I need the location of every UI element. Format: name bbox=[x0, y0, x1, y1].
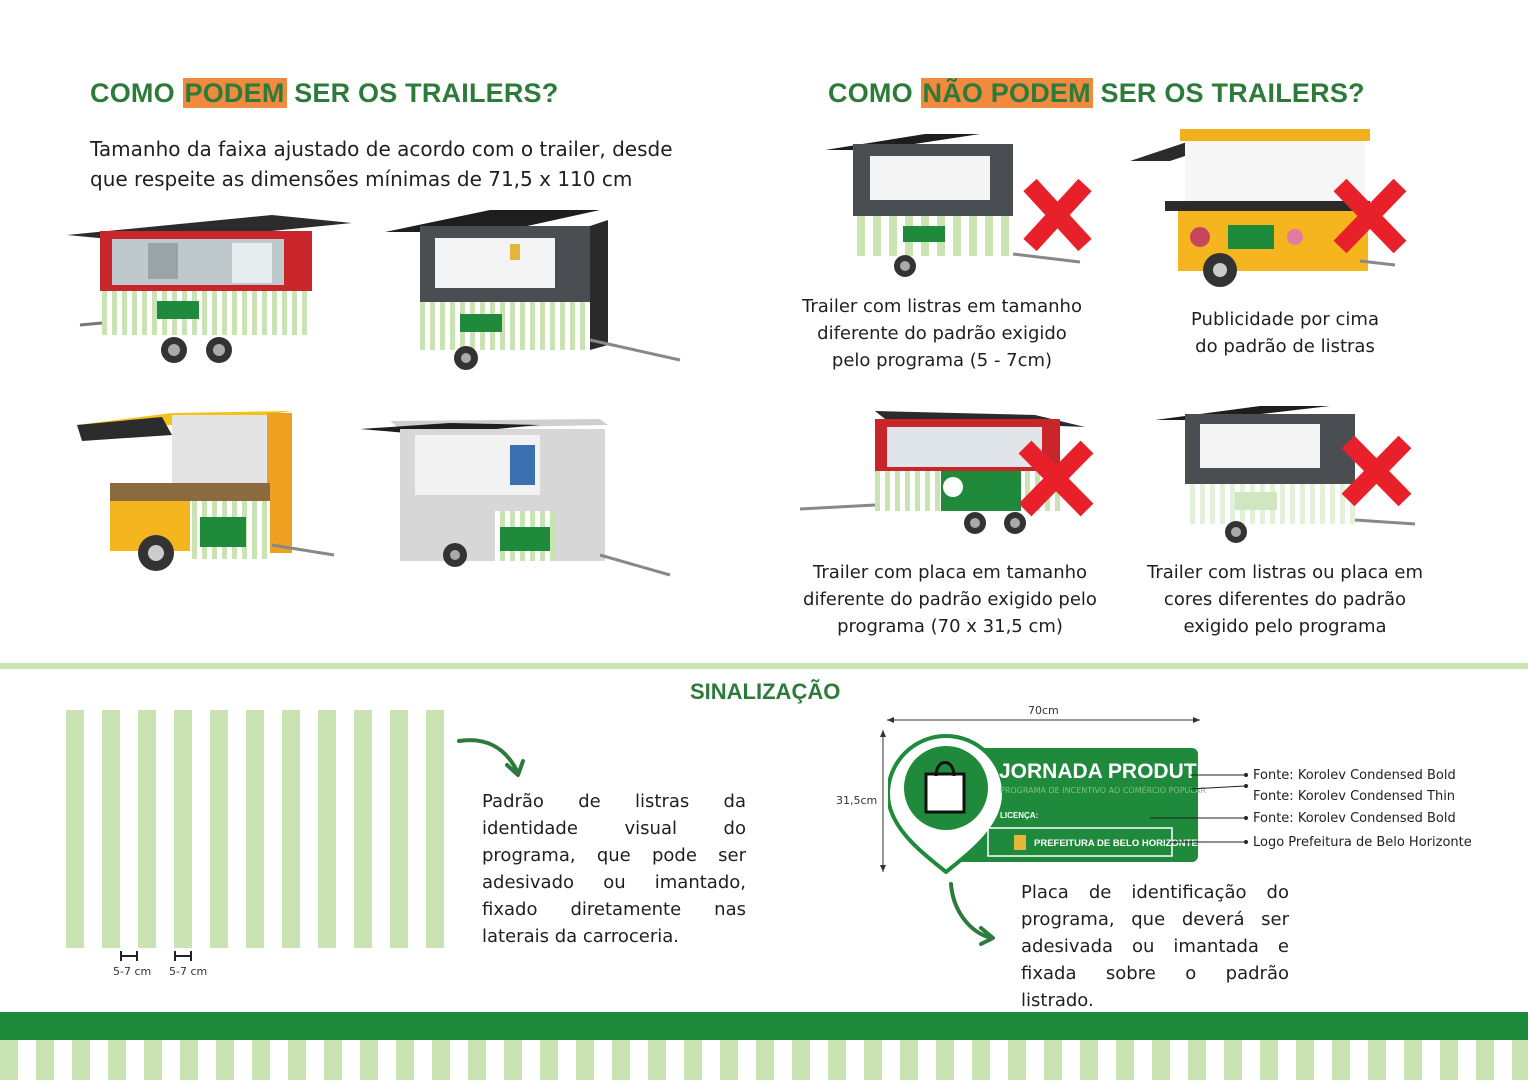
signage-title: SINALIZAÇÃO bbox=[690, 679, 841, 704]
caption-line: exigido pelo programa bbox=[1183, 616, 1387, 637]
caption-line: Trailer com listras ou placa em bbox=[1147, 562, 1423, 583]
trailer-yellow-illustration bbox=[77, 411, 335, 571]
font-note: Fonte: Korolev Condensed Thin bbox=[1253, 789, 1456, 804]
caption-wrong-colors: Trailer com listras ou placa em cores di… bbox=[1140, 559, 1430, 640]
annotation-lines bbox=[1150, 773, 1248, 844]
caption-wrong-stripe-size: Trailer com listras em tamanho diferente… bbox=[797, 293, 1087, 374]
trailer-grey-illustration bbox=[360, 419, 671, 577]
caption-line: do padrão de listras bbox=[1195, 336, 1375, 357]
stripe-width-markers bbox=[120, 951, 192, 961]
shopping-bag-icon bbox=[924, 761, 966, 814]
font-note: Fonte: Korolev Condensed Bold bbox=[1253, 811, 1456, 826]
section-divider bbox=[0, 663, 1528, 669]
trailer-dark-illustration bbox=[385, 210, 681, 370]
caption-line: Trailer com listras em tamanho bbox=[802, 296, 1082, 317]
not-allowed-heading: COMO NÃO PODEM SER OS TRAILERS? bbox=[828, 78, 1365, 109]
stripe-width-label: 5-7 cm bbox=[169, 965, 208, 978]
cross-icon bbox=[1333, 178, 1407, 254]
caption-line: Publicidade por cima bbox=[1191, 309, 1379, 330]
heading-highlight: NÃO PODEM bbox=[920, 78, 1093, 108]
trailer-advertising-over-stripes bbox=[1130, 129, 1407, 287]
font-note: Fonte: Korolev Condensed Bold bbox=[1253, 768, 1456, 783]
caption-line: programa (70 x 31,5 cm) bbox=[837, 616, 1063, 637]
trailer-wrong-plate-size bbox=[799, 411, 1094, 534]
heading-prefix: COMO bbox=[90, 78, 175, 108]
cross-icon bbox=[1023, 178, 1092, 252]
arrow-icon bbox=[949, 882, 995, 946]
caption-line: diferente do padrão exigido pelo bbox=[803, 589, 1097, 610]
plate-subtitle: PROGRAMA DE INCENTIVO AO COMÉRCIO POPULA… bbox=[1000, 786, 1207, 795]
footer-stripes bbox=[0, 1040, 1528, 1080]
plate-dimension-lines bbox=[880, 717, 1200, 872]
stripe-width-label: 5-7 cm bbox=[113, 965, 152, 978]
intro-line: que respeite as dimensões mínimas de 71,… bbox=[90, 167, 633, 191]
cross-icon bbox=[1341, 435, 1412, 507]
plate-width-label: 70cm bbox=[1028, 704, 1059, 717]
plate-city: PREFEITURA DE BELO HORIZONTE bbox=[1034, 838, 1198, 849]
heading-highlight: PODEM bbox=[182, 78, 287, 108]
heading-suffix: SER OS TRAILERS? bbox=[1100, 78, 1365, 108]
arrow-icon bbox=[457, 738, 525, 777]
caption-line: cores diferentes do padrão bbox=[1163, 589, 1407, 610]
identification-plate: JORNADA PRODUTIVA PROGRAMA DE INCENTIVO … bbox=[888, 732, 1230, 874]
caption-line: pelo programa (5 - 7cm) bbox=[831, 350, 1053, 371]
stripe-description: Padrão de listras da identidade visual d… bbox=[482, 791, 746, 947]
trailer-red-illustration bbox=[67, 215, 352, 363]
trailer-wrong-colors bbox=[1155, 406, 1416, 543]
heading-suffix: SER OS TRAILERS? bbox=[294, 78, 559, 108]
allowed-intro: Tamanho da faixa ajustado de acordo com … bbox=[90, 134, 690, 194]
heading-prefix: COMO bbox=[828, 78, 913, 108]
footer-band bbox=[0, 1012, 1528, 1040]
font-note: Logo Prefeitura de Belo Horizonte bbox=[1253, 835, 1472, 850]
cross-icon bbox=[1018, 440, 1094, 517]
plate-description: Placa de identificação do programa, que … bbox=[1021, 882, 1289, 1011]
intro-line: Tamanho da faixa ajustado de acordo com … bbox=[90, 137, 673, 161]
plate-title: JORNADA PRODUTIVA bbox=[999, 760, 1231, 783]
plate-license: LICENÇA: bbox=[1000, 811, 1039, 820]
plate-height-label: 31,5cm bbox=[836, 794, 878, 807]
stripe-pattern-sample bbox=[66, 710, 450, 948]
trailer-wrong-stripe-size bbox=[825, 134, 1092, 277]
caption-wrong-plate-size: Trailer com placa em tamanho diferente d… bbox=[795, 559, 1105, 640]
caption-advertising: Publicidade por cima do padrão de listra… bbox=[1140, 306, 1430, 360]
caption-line: Trailer com placa em tamanho bbox=[812, 562, 1088, 583]
allowed-heading: COMO PODEM SER OS TRAILERS? bbox=[90, 78, 558, 109]
caption-line: diferente do padrão exigido bbox=[817, 323, 1067, 344]
